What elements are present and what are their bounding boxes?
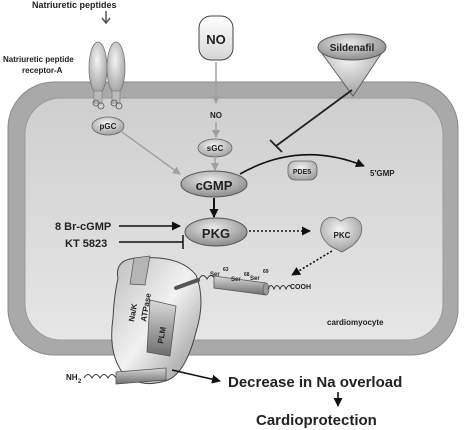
pgc-to-cgmp-arrow xyxy=(121,131,181,175)
pkg-node xyxy=(184,217,248,247)
5gmp-label: 5'GMP xyxy=(370,169,395,178)
pkc-node xyxy=(320,216,363,253)
natriuretic-receptor xyxy=(88,41,126,110)
receptor-label-line2: receptor-A xyxy=(22,66,63,75)
plm-label: PLM xyxy=(156,326,168,345)
cooh-label: COOH xyxy=(290,284,311,291)
plm-tail xyxy=(198,275,293,296)
pump-to-outcome-arrow xyxy=(171,369,221,384)
pkc-label: PKC xyxy=(334,231,351,240)
no-box xyxy=(198,15,234,61)
receptor-label-line1: Natriuretic peptide xyxy=(3,55,74,64)
no-inside-label: NO xyxy=(210,111,222,120)
ser69-label: Ser xyxy=(250,276,260,282)
pgc-node xyxy=(91,116,125,136)
natriuretic-peptides-label: Natriuretic peptides xyxy=(32,0,117,10)
nak-label: Na/K xyxy=(127,303,139,323)
nterm-helix xyxy=(83,374,117,380)
plm-transmembrane-stub xyxy=(115,367,167,385)
sgc-label: sGC xyxy=(207,144,224,153)
sildenafil-node xyxy=(317,33,387,61)
ser63-label: Ser xyxy=(210,272,220,278)
cell-cytoplasm xyxy=(24,97,444,341)
pde5-node xyxy=(287,160,318,181)
br-cgmp-label: 8 Br-cGMP xyxy=(55,221,111,233)
pkg-label: PKG xyxy=(202,226,230,241)
sgc-node xyxy=(197,138,233,158)
ser68-label: Ser xyxy=(231,277,241,283)
cgmp-label: cGMP xyxy=(196,178,233,193)
nak-atpase-pump xyxy=(111,255,202,385)
cardioprotection-label: Cardioprotection xyxy=(256,412,377,429)
pde5-label: PDE5 xyxy=(293,169,311,176)
ser69-number: 69 xyxy=(263,269,269,275)
cgmp-node xyxy=(180,170,248,198)
ser68-number: 68 xyxy=(244,272,250,278)
nh2-label: NH xyxy=(66,373,78,382)
decrease-na-overload-label: Decrease in Na overload xyxy=(228,374,402,391)
nh2-subscript: 2 xyxy=(78,379,82,385)
ser63-number: 63 xyxy=(223,267,229,273)
sildenafil-inhibition-line xyxy=(269,89,353,153)
sildenafil-label: Sildenafil xyxy=(330,43,375,54)
pgc-label: pGC xyxy=(100,122,117,131)
kt5823-label: KT 5823 xyxy=(65,238,107,250)
kt5823-inhibition-line xyxy=(119,235,184,249)
peptide-arrow-icon xyxy=(101,11,111,25)
cgmp-to-5gmp-arrow xyxy=(239,153,365,175)
cardiomyocyte-label: cardiomyocyte xyxy=(327,318,384,327)
no-outside-label: NO xyxy=(206,32,226,47)
